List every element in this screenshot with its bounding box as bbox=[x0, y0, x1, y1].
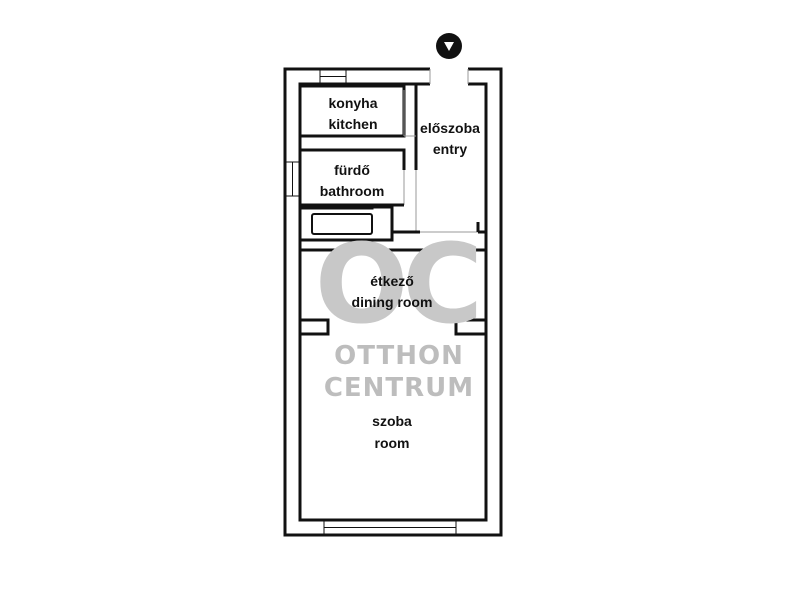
watermark-mark: OC bbox=[315, 220, 477, 348]
label-room: szoba room bbox=[372, 413, 412, 451]
entrance-arrow-icon bbox=[436, 33, 462, 59]
room-divider bbox=[298, 240, 488, 336]
entry-walls bbox=[404, 84, 486, 234]
bathroom-window bbox=[285, 161, 300, 197]
bathtub bbox=[300, 205, 420, 242]
dining-label-hu: étkező bbox=[370, 273, 414, 289]
bathroom-label-hu: fürdő bbox=[334, 162, 370, 178]
watermark-line2: CENTRUM bbox=[324, 373, 474, 403]
entry-door-opening bbox=[429, 67, 469, 86]
watermark: OC OTTHON CENTRUM bbox=[315, 220, 483, 403]
inner-floor bbox=[298, 82, 488, 522]
room-window bbox=[323, 520, 457, 535]
label-kitchen: konyha kitchen bbox=[328, 95, 377, 132]
label-dining: étkező dining room bbox=[352, 273, 433, 310]
room-label-en: room bbox=[375, 435, 410, 451]
kitchen-label-en: kitchen bbox=[328, 116, 377, 132]
bathroom-label-en: bathroom bbox=[320, 183, 385, 199]
label-bathroom: fürdő bathroom bbox=[320, 162, 385, 199]
kitchen-window bbox=[319, 69, 347, 84]
outer-walls bbox=[283, 67, 503, 537]
entry-label-hu: előszoba bbox=[420, 120, 480, 136]
kitchen-walls bbox=[300, 84, 406, 138]
label-entry: előszoba entry bbox=[420, 120, 480, 157]
room-label-hu: szoba bbox=[372, 413, 412, 429]
entry-label-en: entry bbox=[433, 141, 467, 157]
bathroom-walls bbox=[300, 148, 406, 207]
dining-label-en: dining room bbox=[352, 294, 433, 310]
watermark-line1: OTTHON bbox=[334, 341, 464, 371]
kitchen-label-hu: konyha bbox=[328, 95, 377, 111]
